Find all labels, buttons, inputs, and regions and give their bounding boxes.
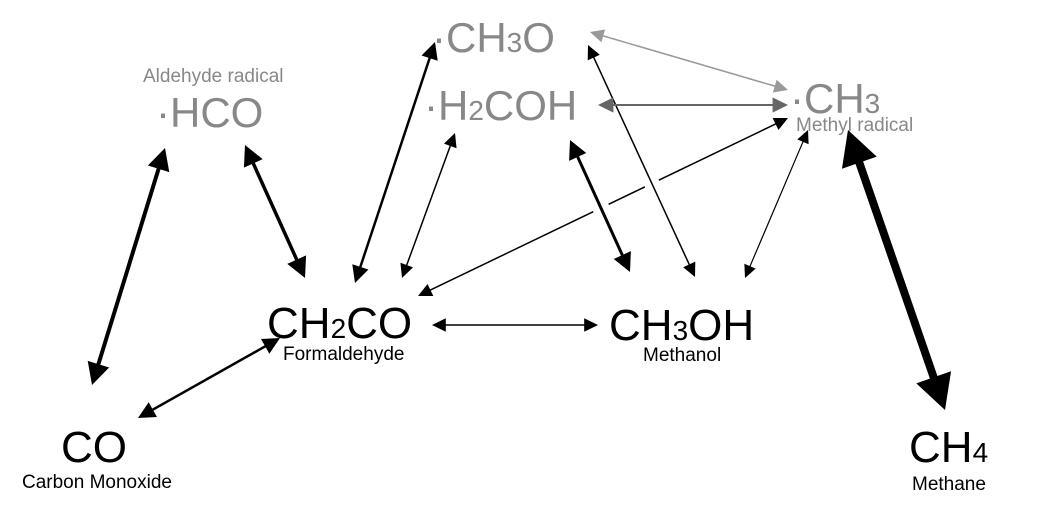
arrowhead [613,251,631,272]
arrowhead [147,148,170,173]
arrowhead [261,338,280,354]
node-ch3: ·CH3 Methyl radical [790,75,913,136]
arrow-shaft [149,343,269,413]
arrow-shaft [250,159,300,264]
reaction-arrow-co-ch2co [138,338,280,418]
arrowhead [87,360,110,385]
arrowhead [772,97,788,113]
reaction-arrow-ch3-ch4 [841,130,952,410]
arrow-shaft [600,34,778,88]
arrowhead [744,263,756,278]
arrow-shaft [748,139,805,269]
ch4-label: Methane [912,474,986,495]
reaction-arrow-hco-ch2co [243,145,307,278]
arrowhead [584,318,598,332]
ch3oh-label: Methanol [643,345,721,366]
node-ch2co: CH2CO Formaldehyde [267,299,412,365]
reaction-arrow-ch2co-ch3o [352,42,438,283]
arrowhead [590,29,606,43]
arrowhead [243,145,263,168]
arrowhead [841,130,877,169]
ch4-formula: CH4 [909,423,988,472]
arrowhead [287,255,307,278]
reaction-arrow-ch3oh-ch3 [744,130,809,278]
reaction-arrow-h2coh-ch3 [598,97,788,113]
arrowhead [432,318,446,332]
arrowhead [569,140,587,161]
reaction-arrow-ch3o-ch3 [590,29,788,93]
node-ch4: CH4 Methane [909,423,988,495]
arrow-shaft [358,54,432,271]
co-formula: CO [61,423,127,472]
arrowhead [400,262,414,278]
arrowhead [683,261,696,277]
reaction-arrow-co-hco [87,148,170,385]
node-ch3oh: CH3OH Methanol [609,301,754,366]
arrowhead [587,45,600,61]
arrow-shaft [405,143,452,268]
arrowhead [138,402,157,418]
arrow-shaft [95,164,162,369]
node-hco: Aldehyde radical ·HCO [143,66,283,136]
arrowhead [443,133,457,149]
reaction-arrow-h2coh-ch3oh [569,140,631,272]
arrow-shaft [591,54,692,268]
reaction-arrow-ch2co-h2coh [400,133,457,278]
node-h2coh: ·H2COH [424,82,577,129]
arrow-shaft [853,154,940,386]
h2coh-formula: ·H2COH [424,82,577,129]
node-ch3o: ·CH3O [432,14,555,61]
ch2co-label: Formaldehyde [283,344,404,365]
arrowhead [418,283,434,297]
ch3-label: Methyl radical [796,115,913,136]
ch2co-formula: CH2CO [267,299,412,348]
arrowhead [598,97,614,113]
arrow-shaft [574,152,626,260]
hco-label: Aldehyde radical [143,66,283,87]
reaction-arrow-ch3o-ch3oh [586,45,697,277]
arrowhead [916,371,952,410]
arrowhead [772,117,788,131]
co-label: Carbon Monoxide [22,472,172,493]
hco-formula: ·HCO [156,89,263,136]
node-co: CO Carbon Monoxide [22,423,172,493]
arrowhead [772,79,788,93]
ch3-formula: ·CH3 [790,75,880,122]
ch3o-formula: ·CH3O [432,14,555,61]
arrowhead [352,264,369,283]
ch3oh-formula: CH3OH [609,301,754,350]
arrowhead [421,42,438,61]
reaction-arrows [87,29,952,418]
arrowhead [797,130,809,145]
reaction-arrow-ch2co-ch3oh [432,318,598,332]
